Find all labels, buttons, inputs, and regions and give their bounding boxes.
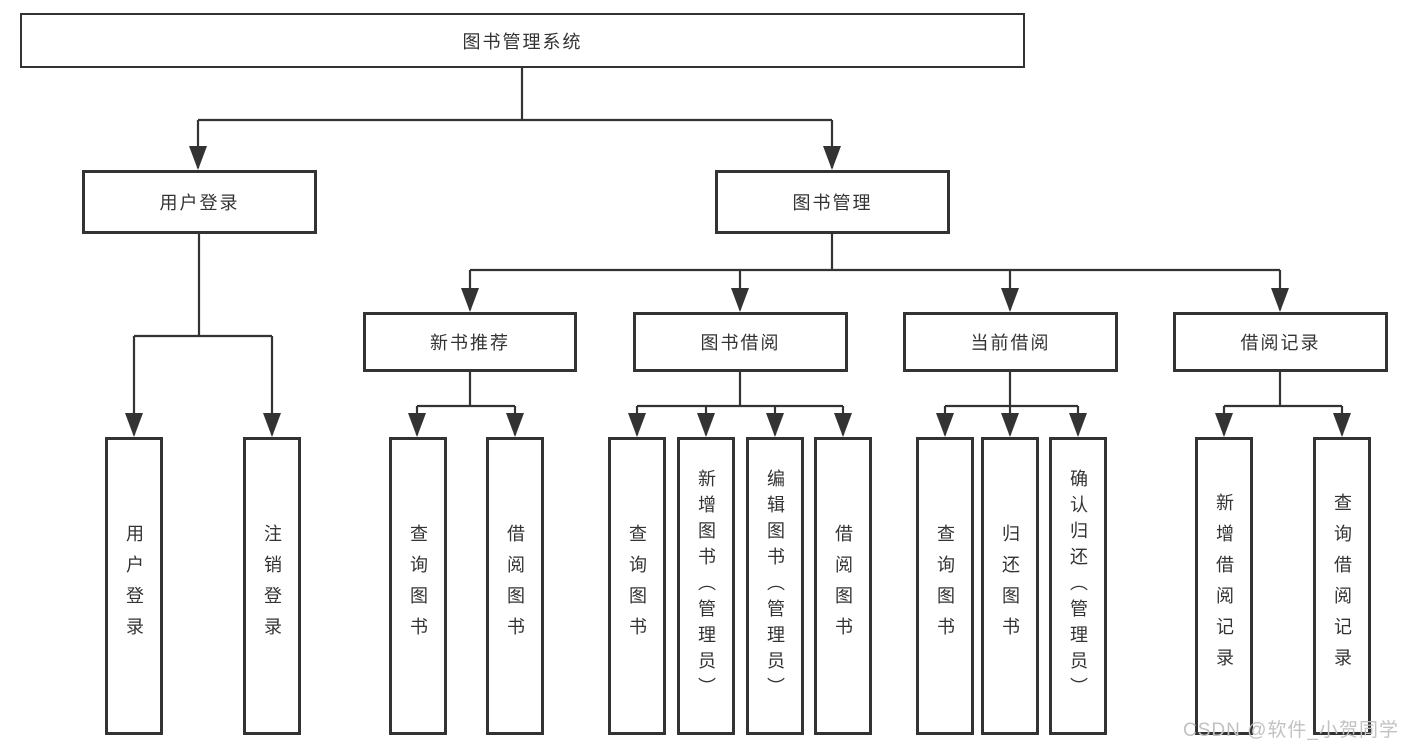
leaf-label: 借阅图书 bbox=[505, 524, 525, 648]
leaf-query-books-borrowing: 查询图书 bbox=[608, 437, 666, 735]
leaf-label: 查询借阅记录 bbox=[1332, 493, 1352, 679]
node-label: 借阅记录 bbox=[1240, 333, 1321, 353]
leaf-borrow-books-recommend: 借阅图书 bbox=[486, 437, 544, 735]
leaf-add-book-admin: 新增图书（管理员） bbox=[677, 437, 735, 735]
leaf-label: 编辑图书（管理员） bbox=[765, 469, 785, 703]
node-label: 图书管理系统 bbox=[462, 31, 583, 52]
leaf-label: 查询图书 bbox=[408, 524, 428, 648]
leaf-label: 新增借阅记录 bbox=[1214, 493, 1234, 679]
leaf-label: 归还图书 bbox=[1000, 524, 1020, 648]
leaf-user-login: 用户登录 bbox=[105, 437, 163, 735]
leaf-return-books: 归还图书 bbox=[981, 437, 1039, 735]
watermark: CSDN @软件_小贺同学 bbox=[1183, 720, 1399, 741]
node-label: 当前借阅 bbox=[970, 333, 1051, 353]
node-library-management-system: 图书管理系统 bbox=[20, 13, 1025, 68]
leaf-label: 确认归还（管理员） bbox=[1068, 469, 1088, 703]
leaf-borrow-books-borrowing: 借阅图书 bbox=[814, 437, 872, 735]
node-current-borrowing: 当前借阅 bbox=[903, 312, 1118, 372]
arrowhead-icons bbox=[125, 146, 1351, 437]
leaf-query-borrow-record: 查询借阅记录 bbox=[1313, 437, 1371, 735]
leaf-confirm-return-admin: 确认归还（管理员） bbox=[1049, 437, 1107, 735]
leaf-label: 查询图书 bbox=[627, 524, 647, 648]
node-borrowing-records: 借阅记录 bbox=[1173, 312, 1388, 372]
node-label: 图书借阅 bbox=[700, 333, 781, 353]
node-label: 新书推荐 bbox=[430, 333, 510, 353]
leaf-query-books-recommend: 查询图书 bbox=[389, 437, 447, 735]
leaf-label: 新增图书（管理员） bbox=[696, 469, 716, 703]
leaf-label: 借阅图书 bbox=[833, 524, 853, 648]
leaf-add-borrow-record: 新增借阅记录 bbox=[1195, 437, 1253, 735]
leaf-edit-book-admin: 编辑图书（管理员） bbox=[746, 437, 804, 735]
node-label: 用户登录 bbox=[159, 193, 240, 213]
node-book-management: 图书管理 bbox=[715, 170, 950, 234]
leaf-logout: 注销登录 bbox=[243, 437, 301, 735]
node-user-login: 用户登录 bbox=[82, 170, 317, 234]
leaf-query-books-current: 查询图书 bbox=[916, 437, 974, 735]
leaf-label: 查询图书 bbox=[935, 524, 955, 648]
node-label: 图书管理 bbox=[792, 193, 873, 213]
node-book-borrowing: 图书借阅 bbox=[633, 312, 848, 372]
node-new-book-recommendation: 新书推荐 bbox=[363, 312, 577, 372]
leaf-label: 注销登录 bbox=[262, 524, 282, 648]
leaf-label: 用户登录 bbox=[124, 524, 144, 648]
